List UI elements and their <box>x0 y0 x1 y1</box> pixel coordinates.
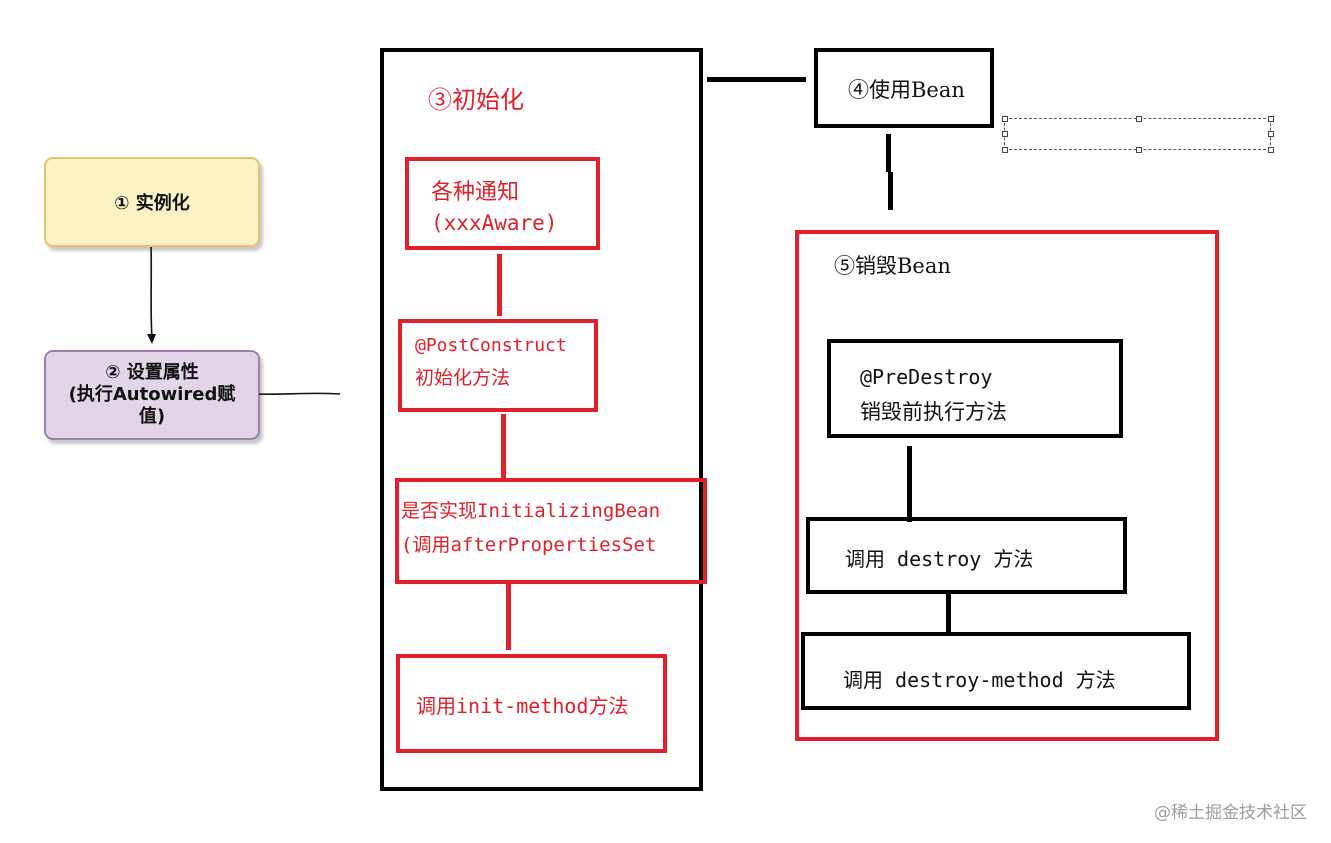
use-bean-title: ④使用Bean <box>848 78 965 102</box>
destroy-call-label: 调用 destroy 方法 <box>845 547 1034 571</box>
predestroy-label-1: @PreDestroy <box>860 365 993 389</box>
initializingbean-to-initmethod-line <box>506 584 511 650</box>
selection-handle-icon[interactable] <box>1268 131 1274 137</box>
predestroy-to-destroy-line <box>907 446 912 522</box>
predestroy-label-2: 销毁前执行方法 <box>860 400 1007 424</box>
destroy-call-to-method-line <box>946 594 951 634</box>
selection-handle-icon[interactable] <box>1002 147 1008 153</box>
initializingbean-box: 是否实现InitializingBean (调用afterPropertiesS… <box>395 478 707 584</box>
init-to-use-line <box>707 77 806 82</box>
aware-to-postconstruct-line <box>497 254 502 316</box>
destroy-container <box>795 230 1219 741</box>
initialization-container <box>380 48 703 791</box>
initialization-title: ③初始化 <box>428 86 524 114</box>
aware-label-1: 各种通知 <box>431 180 520 205</box>
instantiate-to-properties-arrow <box>147 246 156 344</box>
set-properties-label-3: 值) <box>138 406 166 427</box>
initializingbean-label-1: 是否实现InitializingBean <box>401 500 661 522</box>
init-method-box: 调用init-method方法 <box>396 654 667 753</box>
destroy-method-label: 调用 destroy-method 方法 <box>843 668 1116 692</box>
init-method-label: 调用init-method方法 <box>416 694 629 718</box>
properties-to-init-line <box>258 392 341 395</box>
aware-label-2: (xxxAware) <box>431 211 558 235</box>
postconstruct-label-2: 初始化方法 <box>415 367 511 389</box>
empty-selection-box[interactable] <box>1004 118 1271 150</box>
initializingbean-label-2: (调用afterPropertiesSet <box>401 534 657 556</box>
use-bean-box: ④使用Bean <box>814 48 994 128</box>
selection-handle-icon[interactable] <box>1002 131 1008 137</box>
set-properties-label-2: (执行Autowired赋 <box>68 384 236 405</box>
watermark: @稀土掘金技术社区 <box>1154 803 1307 823</box>
postconstruct-label-1: @PostConstruct <box>415 335 567 356</box>
destroy-call-box: 调用 destroy 方法 <box>806 517 1127 594</box>
instantiate-node: ① 实例化 <box>44 157 260 247</box>
selection-handle-icon[interactable] <box>1136 116 1142 122</box>
selection-handle-icon[interactable] <box>1268 116 1274 122</box>
aware-box: 各种通知 (xxxAware) <box>405 157 600 250</box>
selection-handle-icon[interactable] <box>1002 116 1008 122</box>
postconstruct-box: @PostConstruct 初始化方法 <box>398 319 598 412</box>
selection-handle-icon[interactable] <box>1268 147 1274 153</box>
use-to-destroy-line-bottom <box>888 172 893 210</box>
postconstruct-to-initializingbean-line <box>501 414 506 478</box>
destroy-method-box: 调用 destroy-method 方法 <box>801 632 1191 710</box>
use-to-destroy-line-top <box>886 134 891 172</box>
set-properties-label-1: ② 设置属性 <box>105 362 199 383</box>
selection-handle-icon[interactable] <box>1136 147 1142 153</box>
instantiate-label: ① 实例化 <box>114 193 190 214</box>
predestroy-box: @PreDestroy 销毁前执行方法 <box>827 339 1123 438</box>
destroy-title: ⑤销毁Bean <box>834 254 951 278</box>
set-properties-node: ② 设置属性 (执行Autowired赋 值) <box>44 350 260 440</box>
